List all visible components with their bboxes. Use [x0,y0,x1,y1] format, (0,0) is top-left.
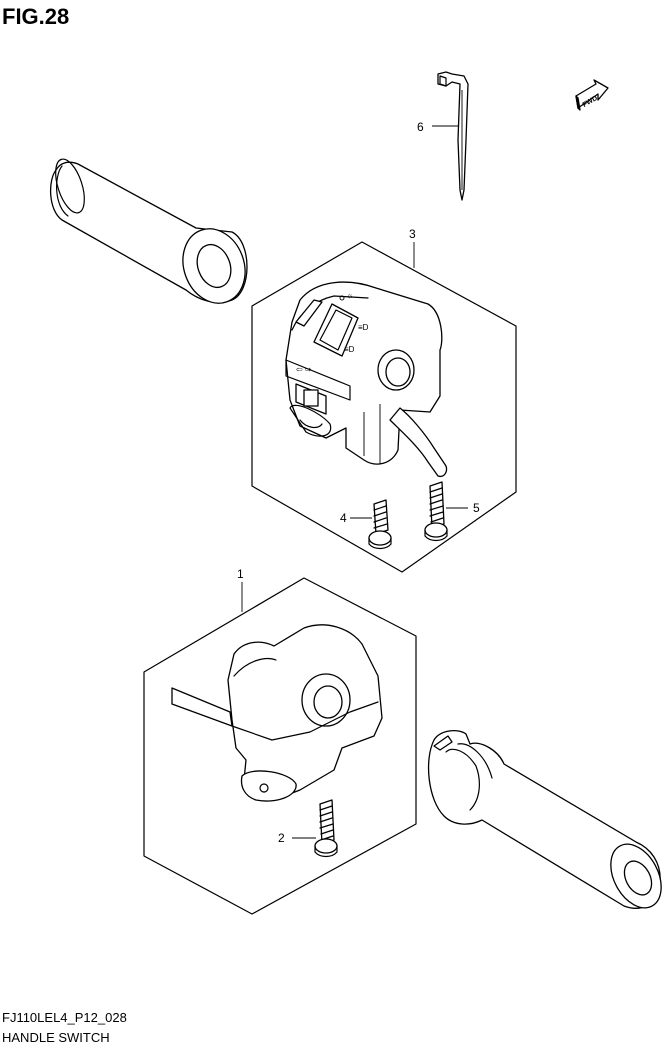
screw-left [314,799,338,858]
callout-4-label: 4 [340,511,347,525]
cable-tie [437,71,469,201]
svg-text:≡D: ≡D [344,345,355,354]
callout-2-label: 2 [278,831,285,845]
part-3-group-box [251,241,517,573]
left-grip [50,158,248,304]
part-1-group-box [143,577,417,915]
left-handle-switch [171,624,383,802]
callout-5-label: 5 [473,501,480,515]
svg-text:⇦ ⇨: ⇦ ⇨ [296,365,312,374]
figure-title: FIG.28 [2,4,70,29]
callout-1-label: 1 [237,567,244,581]
fwd-arrow-icon: FWD [575,79,609,111]
svg-text:☼: ☼ [346,291,353,300]
figure-name: HANDLE SWITCH [2,1030,110,1045]
svg-text:≡D: ≡D [358,323,369,332]
callout-3-label: 3 [409,227,416,241]
throttle-grip [427,729,662,909]
right-handle-switch: ☼ ≡D ≡D ⇦ ⇨ [285,281,448,478]
screw-short [368,499,392,550]
screw-long [424,481,448,542]
callout-6-label: 6 [417,120,424,134]
figure-code: FJ110LEL4_P12_028 [2,1010,127,1025]
